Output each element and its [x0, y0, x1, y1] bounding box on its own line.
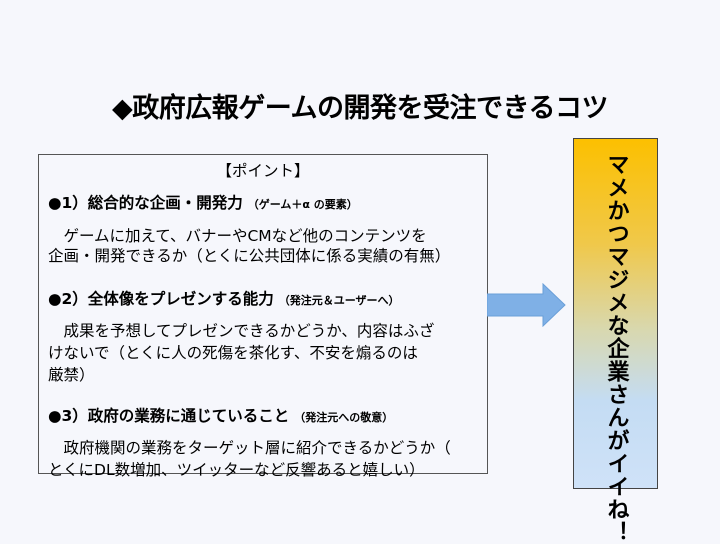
point-2-body-1: 成果を予想してプレゼンできるかどうか、内容はふざ — [48, 322, 435, 340]
point-2-heading: ●2）全体像をプレゼンする能力 （発注元＆ユーザーへ） — [48, 289, 400, 311]
point-1-body-2: 企画・開発できるか（とくに公共団体に係る実績の有無） — [48, 247, 451, 265]
point-3-body-1: 政府機関の業務をターゲット層に紹介できるかどうか（ — [48, 439, 451, 457]
points-box: 【ポイント】 ●1）総合的な企画・開発力 （ゲーム＋α の要素） ゲームに加えて… — [38, 154, 488, 479]
points-heading: 【ポイント】 — [216, 162, 310, 180]
point-1-title: ●1）総合的な企画・開発力 — [48, 194, 243, 212]
point-3-body-2: とくにDL数増加、ツイッターなど反響あると嬉しい） — [48, 461, 425, 479]
conclusion-box: マメかつマジメな企業さんがイイね！ — [573, 138, 658, 544]
point-1-body-1: ゲームに加えて、バナーやCMなど他のコンテンツを — [48, 227, 427, 245]
point-3-heading: ●3）政府の業務に通じていること （発注元への敬意） — [48, 406, 393, 428]
point-1-sub: （ゲーム＋α の要素） — [247, 198, 358, 211]
point-3-title: ●3）政府の業務に通じていること — [48, 407, 290, 425]
point-2-title: ●2）全体像をプレゼンする能力 — [48, 290, 274, 308]
point-3-sub: （発注元への敬意） — [294, 411, 394, 424]
slide-title: ◆政府広報ゲームの開発を受注できるコツ — [112, 93, 608, 124]
point-1-heading: ●1）総合的な企画・開発力 （ゲーム＋α の要素） — [48, 193, 358, 215]
right-arrow-icon — [487, 283, 566, 327]
conclusion-text: マメかつマジメな企業さんがイイね！ — [603, 153, 629, 544]
point-2-body-3: 厳禁） — [48, 366, 95, 384]
point-2-sub: （発注元＆ユーザーへ） — [278, 294, 400, 307]
point-2-body-2: けないで（とくに人の死傷を茶化す、不安を煽るのは — [48, 344, 418, 362]
